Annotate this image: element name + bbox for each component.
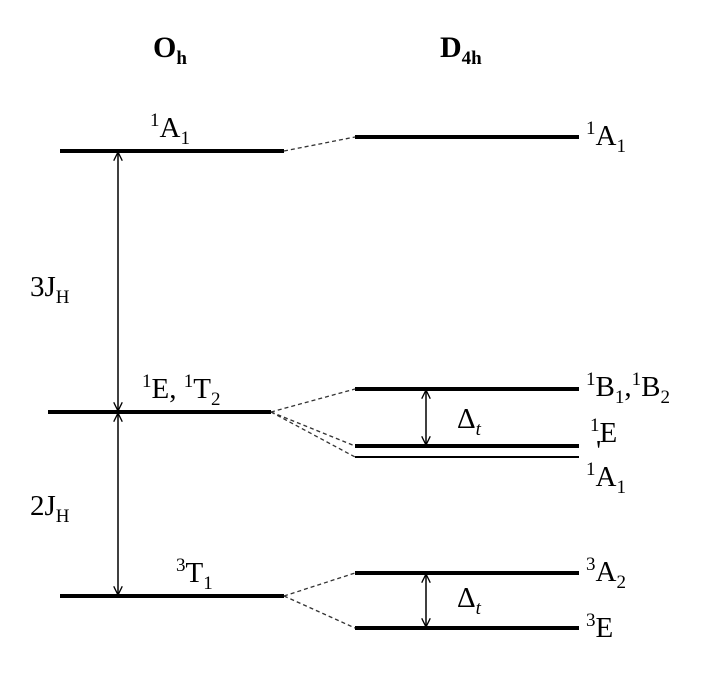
- correlation-line: [283, 136, 356, 152]
- oh-label-e-t2: 1E, 1T2: [142, 371, 220, 410]
- oh-label-t1: 3T1: [176, 555, 213, 594]
- d4h-label-b1b2: 1B1,1B2: [586, 369, 670, 408]
- d4h-label-e: 1E: [590, 415, 617, 449]
- d4h-label-a2: 3A2: [586, 554, 626, 593]
- oh-label-a1: 1A1: [150, 110, 190, 149]
- triplet-splitting-label: Δt: [457, 582, 482, 619]
- correlation-line: [283, 572, 356, 597]
- upper-gap-label: 3JH: [30, 271, 70, 308]
- correlation-line: [283, 595, 356, 629]
- singlet-splitting-label: Δt: [457, 403, 482, 440]
- oh-header: Oh: [153, 31, 187, 69]
- correlation-line: [270, 388, 356, 413]
- d4h-label-e3: 3E: [586, 610, 613, 644]
- correlation-line: [270, 411, 356, 447]
- d4h-label-a1-prime: 1A1: [586, 459, 626, 498]
- d4h-label-a1: 1A1: [586, 118, 626, 157]
- prime-mark: ': [596, 435, 601, 467]
- correlation-line: [270, 411, 356, 458]
- lower-gap-label: 2JH: [30, 490, 70, 527]
- d4h-header: D4h: [440, 31, 482, 69]
